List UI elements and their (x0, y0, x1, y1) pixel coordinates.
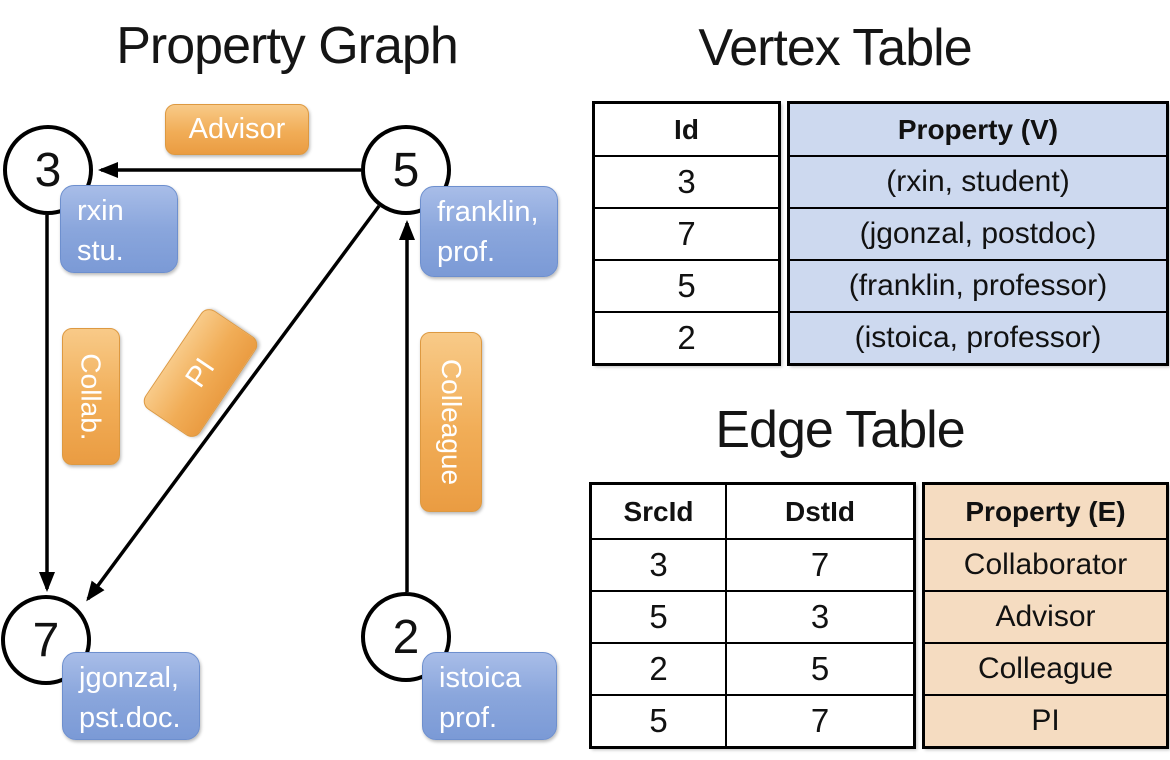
edge-dstid-cell: 7 (725, 694, 915, 748)
edge-dstid-header: DstId (725, 483, 915, 540)
edge-label-collab: Collab. (62, 328, 120, 465)
vertex-property-box-3: rxin stu. (60, 185, 178, 273)
table-row: (rxin, student) (788, 155, 1168, 209)
vertex-table-title: Vertex Table (698, 19, 972, 77)
table-row: PI (923, 694, 1168, 748)
vertex-property-header: Property (V) (788, 102, 1168, 157)
vertex-property-cell: (jgonzal, postdoc) (788, 207, 1168, 261)
table-row: 5 7 (590, 694, 915, 748)
table-row: 3 (593, 155, 780, 209)
edge-table-id-columns: SrcId DstId 3 7 5 3 2 5 5 7 (589, 482, 916, 749)
table-row: Collaborator (923, 538, 1168, 592)
edge-label-colleague-text: Colleague (436, 358, 468, 486)
vertex-property-line: prof. (439, 702, 498, 734)
vertex-id-label-2: 2 (392, 610, 420, 664)
edge-property-cell: Collaborator (923, 538, 1168, 592)
vertex-id-cell: 7 (593, 207, 780, 261)
table-row: 3 7 (590, 538, 915, 592)
edge-label-advisor-text: Advisor (188, 113, 286, 145)
table-row: 2 (593, 311, 780, 365)
table-row: SrcId DstId (590, 483, 915, 540)
edge-dstid-cell: 3 (725, 590, 915, 644)
table-row: 5 3 (590, 590, 915, 644)
edge-table-property-column: Property (E) Collaborator Advisor Collea… (922, 482, 1169, 749)
vertex-table-id-column: Id 3 7 5 2 (592, 101, 781, 366)
table-row: 7 (593, 207, 780, 261)
edge-label-advisor: Advisor (165, 104, 309, 155)
vertex-id-label-7: 7 (32, 613, 60, 667)
vertex-property-cell: (istoica, professor) (788, 311, 1168, 365)
vertex-id-cell: 2 (593, 311, 780, 365)
vertex-table-property-column: Property (V) (rxin, student) (jgonzal, p… (787, 101, 1169, 366)
vertex-property-cell: (franklin, professor) (788, 259, 1168, 313)
table-row: Colleague (923, 642, 1168, 696)
vertex-property-line: prof. (437, 236, 496, 268)
vertex-property-box-5: franklin, prof. (420, 186, 558, 277)
edge-label-pi-text: PI (179, 352, 222, 394)
vertex-property-line: stu. (77, 235, 124, 267)
vertex-property-box-2: istoica prof. (422, 652, 557, 740)
table-row: (jgonzal, postdoc) (788, 207, 1168, 261)
table-row: (istoica, professor) (788, 311, 1168, 365)
table-row: Property (V) (788, 102, 1168, 157)
table-row: 2 5 (590, 642, 915, 696)
edge-property-header: Property (E) (923, 483, 1168, 540)
table-row: Advisor (923, 590, 1168, 644)
edge-property-cell: PI (923, 694, 1168, 748)
edge-srcid-cell: 5 (590, 590, 727, 644)
edge-srcid-cell: 5 (590, 694, 727, 748)
edge-table-title: Edge Table (715, 401, 965, 459)
edge-property-cell: Colleague (923, 642, 1168, 696)
edge-dstid-cell: 5 (725, 642, 915, 696)
vertex-id-cell: 5 (593, 259, 780, 313)
vertex-property-line: jgonzal, (79, 662, 179, 694)
vertex-id-label-3: 3 (34, 143, 62, 197)
vertex-property-line: istoica (439, 662, 522, 694)
edge-label-colleague: Colleague (420, 332, 482, 512)
table-row: 5 (593, 259, 780, 313)
edge-srcid-cell: 3 (590, 538, 727, 592)
vertex-property-cell: (rxin, student) (788, 155, 1168, 209)
property-graph-title: Property Graph (116, 17, 459, 75)
vertex-id-header: Id (593, 102, 780, 157)
vertex-id-label-5: 5 (392, 143, 420, 197)
vertex-id-cell: 3 (593, 155, 780, 209)
table-row: Id (593, 102, 780, 157)
table-row: (franklin, professor) (788, 259, 1168, 313)
edge-dstid-cell: 7 (725, 538, 915, 592)
edge-property-cell: Advisor (923, 590, 1168, 644)
vertex-property-line: rxin (77, 195, 124, 227)
edge-line-5-7 (86, 204, 381, 602)
edge-srcid-header: SrcId (590, 483, 727, 540)
vertex-property-box-7: jgonzal, pst.doc. (62, 652, 200, 740)
edge-label-collab-text: Collab. (76, 352, 108, 441)
vertex-property-line: franklin, (437, 196, 539, 228)
vertex-property-line: pst.doc. (79, 702, 181, 734)
edge-srcid-cell: 2 (590, 642, 727, 696)
table-row: Property (E) (923, 483, 1168, 540)
